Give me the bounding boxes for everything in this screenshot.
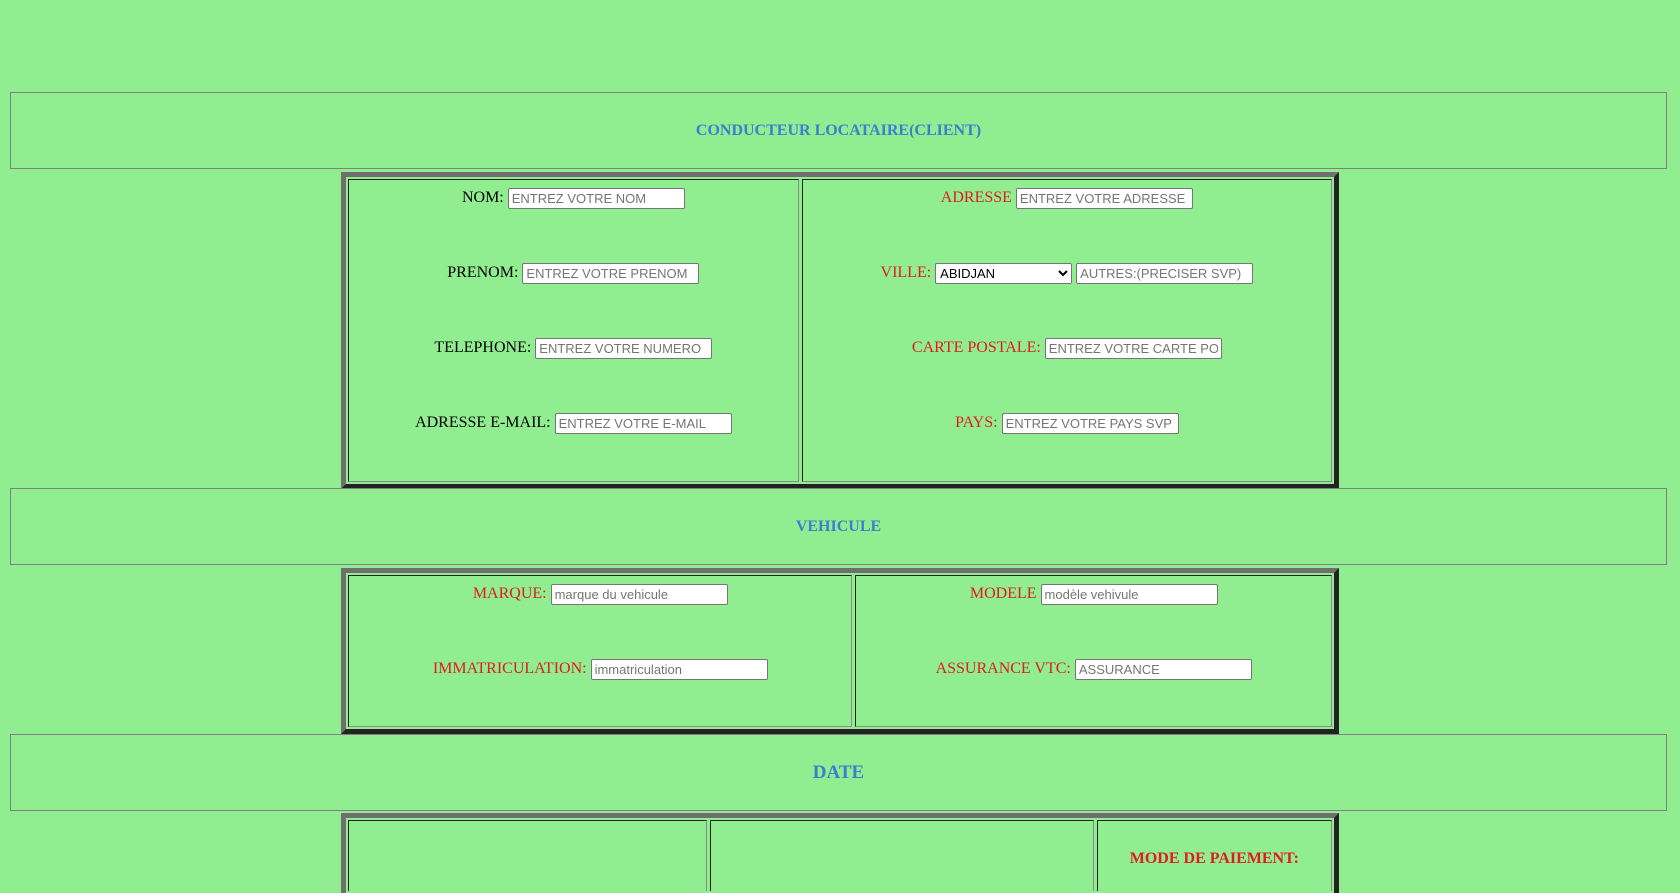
assurance-label: ASSURANCE VTC: (935, 660, 1071, 678)
nom-label: NOM: (461, 189, 504, 207)
carte-postale-label: CARTE POSTALE: (911, 339, 1041, 357)
immatriculation-input[interactable] (590, 659, 768, 680)
ville-row: VILLE: ABIDJAN (803, 263, 1331, 284)
telephone-input[interactable] (535, 338, 713, 359)
marque-label: MARQUE: (472, 585, 547, 603)
assurance-input[interactable] (1074, 659, 1252, 680)
client-identity-cell: NOM: PRENOM: TELEPHONE: ADRESSE E-MAIL: (348, 179, 799, 482)
vehicle-right-cell: MODELE ASSURANCE VTC: (855, 575, 1332, 727)
client-address-cell: ADRESSE VILLE: ABIDJAN CARTE POSTALE: PA… (801, 179, 1332, 482)
email-row: ADRESSE E-MAIL: (349, 413, 798, 434)
date-start-cell (348, 820, 708, 891)
email-input[interactable] (554, 413, 732, 434)
marque-row: MARQUE: (349, 584, 851, 605)
modele-row: MODELE (856, 584, 1331, 605)
vehicle-form-table: MARQUE: IMMATRICULATION: MODELE ASSURANC… (341, 568, 1339, 734)
adresse-input[interactable] (1015, 188, 1193, 209)
adresse-label: ADRESSE (940, 189, 1012, 207)
nom-input[interactable] (507, 188, 685, 209)
carte-postale-input[interactable] (1044, 338, 1222, 359)
email-label: ADRESSE E-MAIL: (415, 414, 551, 432)
marque-input[interactable] (550, 584, 728, 605)
prenom-input[interactable] (522, 263, 700, 284)
prenom-label: PRENOM: (447, 264, 519, 282)
payment-cell: MODE DE PAIEMENT: (1096, 820, 1332, 891)
pays-row: PAYS: (803, 413, 1331, 434)
prenom-row: PRENOM: (349, 263, 798, 284)
telephone-label: TELEPHONE: (434, 339, 532, 357)
immatriculation-row: IMMATRICULATION: (349, 659, 851, 680)
assurance-row: ASSURANCE VTC: (856, 659, 1331, 680)
date-section-title: DATE (812, 761, 865, 783)
ville-other-input[interactable] (1076, 263, 1254, 284)
mode-paiement-label: MODE DE PAIEMENT: (1129, 850, 1299, 867)
carte-postale-row: CARTE POSTALE: (803, 338, 1331, 359)
vehicle-section-title: VEHICULE (795, 517, 882, 535)
pays-input[interactable] (1001, 413, 1179, 434)
vehicle-left-cell: MARQUE: IMMATRICULATION: (348, 575, 853, 727)
client-section-title: CONDUCTEUR LOCATAIRE(CLIENT) (695, 121, 982, 139)
adresse-row: ADRESSE (803, 188, 1331, 209)
ville-label: VILLE: (880, 264, 932, 282)
client-section-header: CONDUCTEUR LOCATAIRE(CLIENT) (10, 92, 1667, 169)
vehicle-section-header: VEHICULE (10, 488, 1667, 565)
payment-row: MODE DE PAIEMENT: (1098, 849, 1331, 869)
modele-label: MODELE (969, 585, 1037, 603)
date-form-table: MODE DE PAIEMENT: (341, 813, 1339, 893)
ville-select[interactable]: ABIDJAN (935, 263, 1073, 284)
nom-row: NOM: (349, 188, 798, 209)
telephone-row: TELEPHONE: (349, 338, 798, 359)
modele-input[interactable] (1040, 584, 1218, 605)
pays-label: PAYS: (955, 414, 998, 432)
date-end-cell (710, 820, 1094, 891)
client-form-table: NOM: PRENOM: TELEPHONE: ADRESSE E-MAIL: … (341, 172, 1339, 489)
date-section-header: DATE (10, 734, 1667, 811)
immatriculation-label: IMMATRICULATION: (432, 660, 587, 678)
